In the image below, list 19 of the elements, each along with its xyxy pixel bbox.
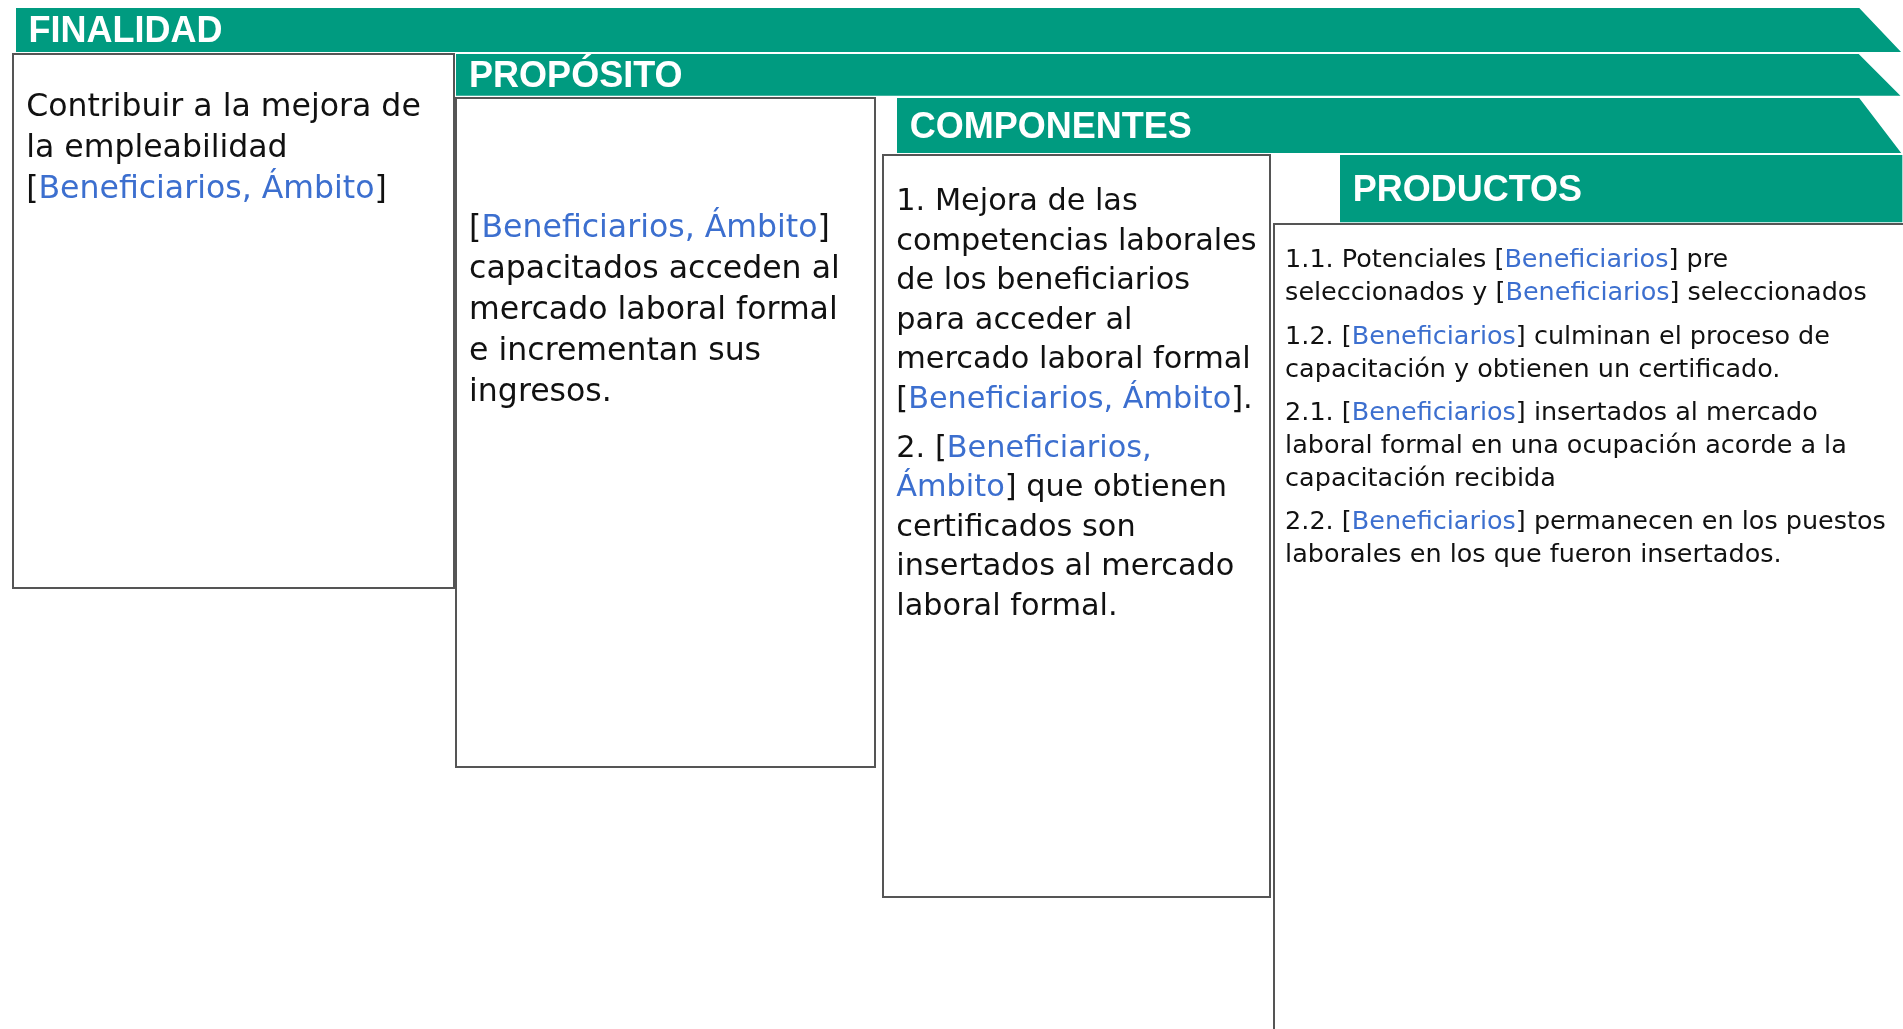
band-heading: COMPONENTES [909,104,1192,147]
body-text: 2. [Beneficiarios, Ámbito] que obtienen certificados son insertados al mercado laboral formal. [896,428,1236,624]
body-text: 1. Mejora de las competencias laborales de los beneficiarios para acceder al mercado laboral formal [Beneficiarios, Ámbito]. [896,181,1258,417]
band-heading: FINALIDAD [28,9,223,52]
body-text: 2.1. [Beneficiarios] insertados al mercado laboral formal en una ocupación acorde a la capacitación recibida [1285,394,1848,495]
band-heading: PROPÓSITO [469,54,683,97]
band-heading: PRODUCTOS [1352,167,1582,210]
banner-band [14,7,1903,54]
body-text: 1.1. Potenciales [Beneficiarios] pre seleccionados y [Beneficiarios] seleccionados [1285,242,1868,309]
banner-band [895,97,1903,155]
text-box [882,154,1271,899]
text-box [1273,223,1903,1029]
banner-band [455,53,1903,98]
body-text: [Beneficiarios, Ámbito] capacitados acceden al mercado laboral formal e incrementan sus ingresos. [469,206,841,410]
body-text: Contribuir a la mejora de la empleabilidad [Beneficiarios, Ámbito] [26,85,422,207]
body-text: 2.2. [Beneficiarios] permanecen en los puestos laborales en los que fueron insertados. [1285,504,1887,571]
text-box [455,97,877,769]
body-text: 1.2. [Beneficiarios] culminan el proceso de capacitación y obtienen un certificado. [1285,318,1831,385]
text-box [12,53,456,589]
